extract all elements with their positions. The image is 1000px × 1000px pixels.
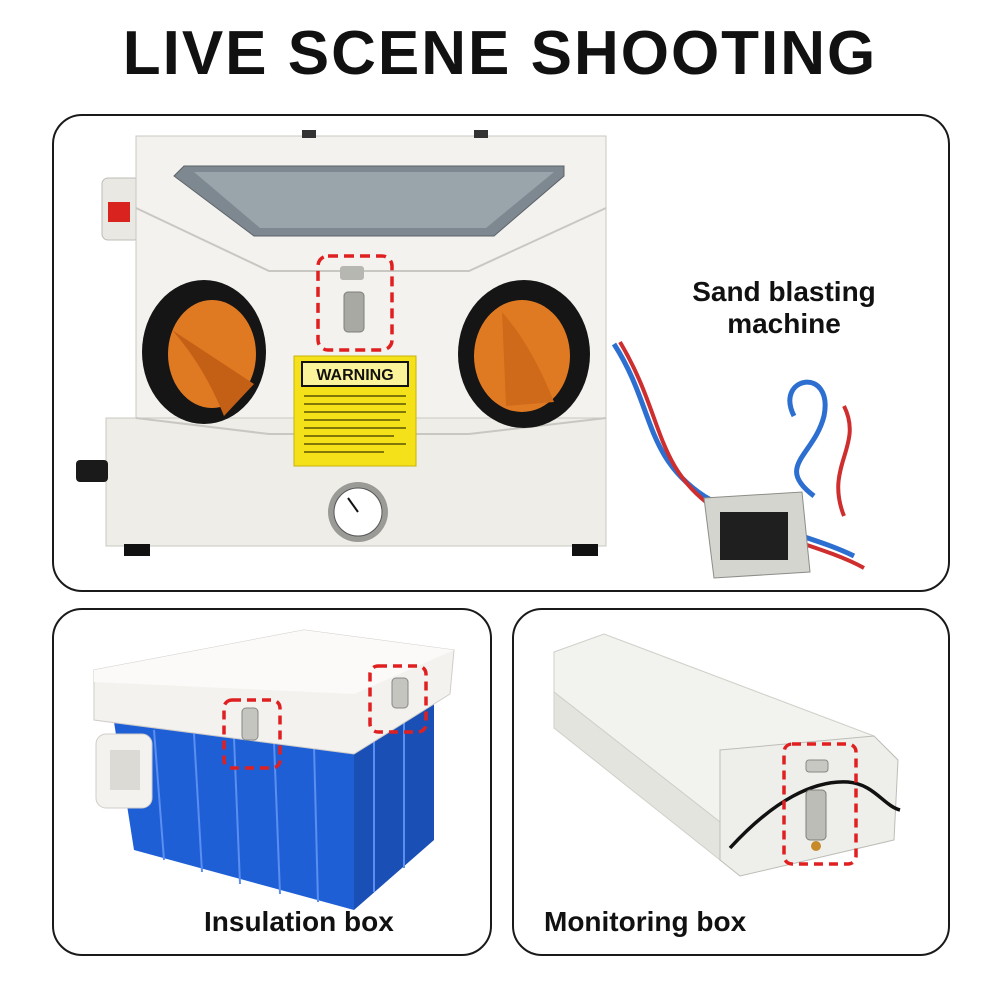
caption-insulation-box: Insulation box xyxy=(204,906,394,937)
warning-label-text: WARNING xyxy=(316,367,393,384)
panel-insulation-box: Insulation box xyxy=(52,608,492,956)
sand-blasting-machine-photo: WARNING xyxy=(76,130,865,579)
panel-sand-blasting-machine: WARNING Sand blasting machine xyxy=(52,114,950,592)
white-monitoring-box-photo xyxy=(553,633,901,877)
blue-cooler-box-photo xyxy=(93,629,455,910)
caption-sand-blasting-machine: Sand blasting machine xyxy=(692,276,876,339)
caption-monitoring-box: Monitoring box xyxy=(544,906,747,937)
page-title: LIVE SCENE SHOOTING xyxy=(122,19,878,88)
panel-monitoring-box: Monitoring box xyxy=(512,608,950,956)
